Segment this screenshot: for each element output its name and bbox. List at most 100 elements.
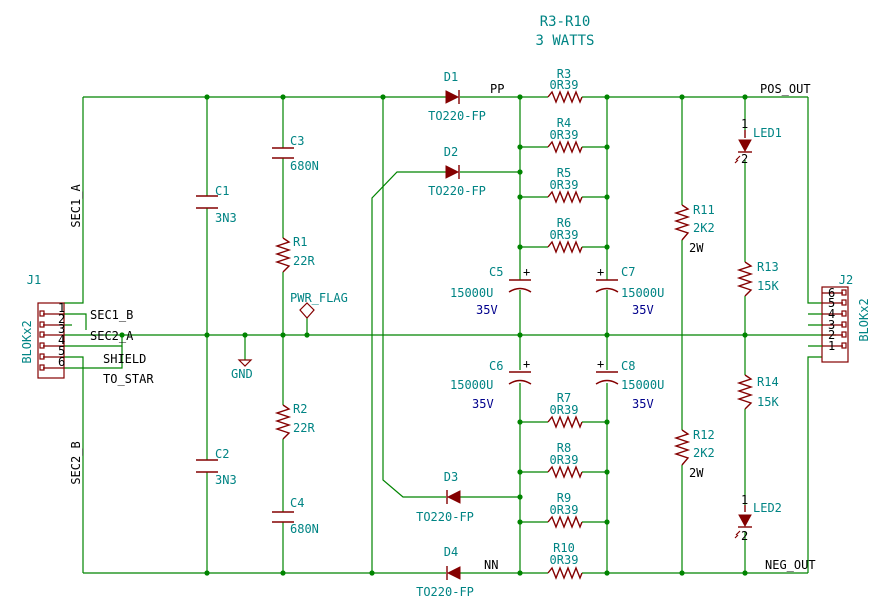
d1-value: TO220-FP	[428, 109, 486, 123]
j2-pin-6: 6	[828, 286, 835, 300]
net-sec1-a: SEC1_A	[69, 184, 83, 228]
capacitor-c7: + C7 15000U 35V	[595, 265, 664, 317]
c2-value: 3N3	[215, 473, 237, 487]
net-pos-out: POS_OUT	[760, 82, 811, 96]
gnd-symbol: GND	[231, 359, 253, 381]
resistor-r4: R4 0R39	[547, 116, 583, 154]
led-led2: 1 2 LED2	[734, 493, 782, 543]
led-led1: 1 2 LED1	[734, 117, 782, 166]
r14-ref: R14	[757, 375, 779, 389]
r7-value: 0R39	[550, 403, 579, 417]
resistor-r6: R6 0R39	[547, 216, 583, 254]
c7-value: 15000U	[621, 286, 664, 300]
r8-value: 0R39	[550, 453, 579, 467]
resistor-r3: R3 0R39	[547, 67, 583, 104]
r10-ref: R10	[553, 541, 575, 555]
net-neg-out: NEG_OUT	[765, 558, 816, 572]
resistor-r5: R5 0R39	[547, 166, 583, 204]
j1-pin-2: 2	[58, 312, 65, 326]
c4-ref: C4	[290, 496, 304, 510]
note-r3-r10: R3-R10	[540, 14, 591, 30]
net-pp: PP	[490, 82, 504, 96]
c6-voltage: 35V	[472, 397, 494, 411]
resistor-r12: R12 2K2 2W	[673, 428, 715, 480]
led2-ref: LED2	[753, 501, 782, 515]
capacitor-c1: C1 3N3	[196, 184, 237, 225]
r7-ref: R7	[557, 391, 571, 405]
capacitor-c4: C4 680N	[272, 496, 319, 536]
c6-value: 15000U	[450, 378, 493, 392]
connector-j2: 6 5 4 3 2 1 J2 BLOKx2	[808, 273, 871, 363]
resistor-r9: R9 0R39	[547, 491, 583, 529]
pwr-flag-symbol: PWR_FLAG	[290, 291, 348, 319]
j1-pin-1: 1	[58, 301, 65, 315]
c8-voltage: 35V	[632, 397, 654, 411]
c8-ref: C8	[621, 359, 635, 373]
gnd-label: GND	[231, 367, 253, 381]
r11-power: 2W	[689, 241, 704, 255]
d1-ref: D1	[444, 70, 458, 84]
c3-ref: C3	[290, 134, 304, 148]
diode-d2: D2 TO220-FP	[428, 145, 486, 198]
c4-value: 680N	[290, 522, 319, 536]
r3-value: 0R39	[550, 78, 579, 92]
c8-plus: +	[597, 357, 604, 371]
note-3-watts: 3 WATTS	[535, 33, 594, 49]
r3-ref: R3	[557, 67, 571, 81]
d4-value: TO220-FP	[416, 585, 474, 599]
r2-value: 22R	[293, 421, 315, 435]
led1-pin-2: 2	[741, 152, 748, 166]
connector-j1: 1 2 3 4 5 6 J1 BLOKx2	[20, 273, 65, 379]
c5-plus: +	[523, 265, 530, 279]
c7-plus: +	[597, 265, 604, 279]
d3-ref: D3	[444, 470, 458, 484]
capacitor-c2: C2 3N3	[196, 447, 237, 487]
r11-value: 2K2	[693, 221, 715, 235]
r4-ref: R4	[557, 116, 571, 130]
r11-ref: R11	[693, 203, 715, 217]
led1-ref: LED1	[753, 126, 782, 140]
resistor-r1: R1 22R	[274, 235, 315, 273]
r14-value: 15K	[757, 395, 779, 409]
r5-value: 0R39	[550, 178, 579, 192]
d3-value: TO220-FP	[416, 510, 474, 524]
r1-value: 22R	[293, 254, 315, 268]
wires	[64, 96, 836, 574]
diode-d1: D1 TO220-FP	[428, 70, 486, 123]
c5-value: 15000U	[450, 286, 493, 300]
resistor-r7: R7 0R39	[547, 391, 583, 429]
diode-d4: D4 TO220-FP	[416, 545, 474, 599]
c7-ref: C7	[621, 265, 635, 279]
d2-ref: D2	[444, 145, 458, 159]
resistor-r14: R14 15K	[736, 374, 779, 410]
r6-ref: R6	[557, 216, 571, 230]
resistor-r11: R11 2K2 2W	[673, 203, 715, 255]
r4-value: 0R39	[550, 128, 579, 142]
led2-pin-1: 1	[741, 493, 748, 507]
c6-ref: C6	[489, 359, 503, 373]
net-sec2-a: SEC2_A	[90, 329, 134, 343]
c5-ref: C5	[489, 265, 503, 279]
r13-ref: R13	[757, 260, 779, 274]
c8-value: 15000U	[621, 378, 664, 392]
c3-value: 680N	[290, 159, 319, 173]
j2-pin-1: 1	[828, 339, 835, 353]
r12-value: 2K2	[693, 446, 715, 460]
diode-d3: D3 TO220-FP	[416, 470, 474, 524]
j2-pin-4: 4	[828, 307, 835, 321]
capacitor-c5: + C5 15000U 35V	[450, 265, 532, 317]
c1-ref: C1	[215, 184, 229, 198]
j1-pin-3: 3	[58, 322, 65, 336]
j2-ref: J2	[839, 273, 853, 287]
resistor-r8: R8 0R39	[547, 441, 583, 479]
j2-pin-3: 3	[828, 318, 835, 332]
led1-pin-1: 1	[741, 117, 748, 131]
c2-ref: C2	[215, 447, 229, 461]
junction-dots	[119, 94, 748, 576]
j1-pin-6: 6	[58, 355, 65, 369]
net-sec2-b: SEC2_B	[69, 441, 83, 484]
r6-value: 0R39	[550, 228, 579, 242]
j1-value: BLOKx2	[20, 320, 34, 363]
capacitor-c3: C3 680N	[272, 134, 319, 173]
